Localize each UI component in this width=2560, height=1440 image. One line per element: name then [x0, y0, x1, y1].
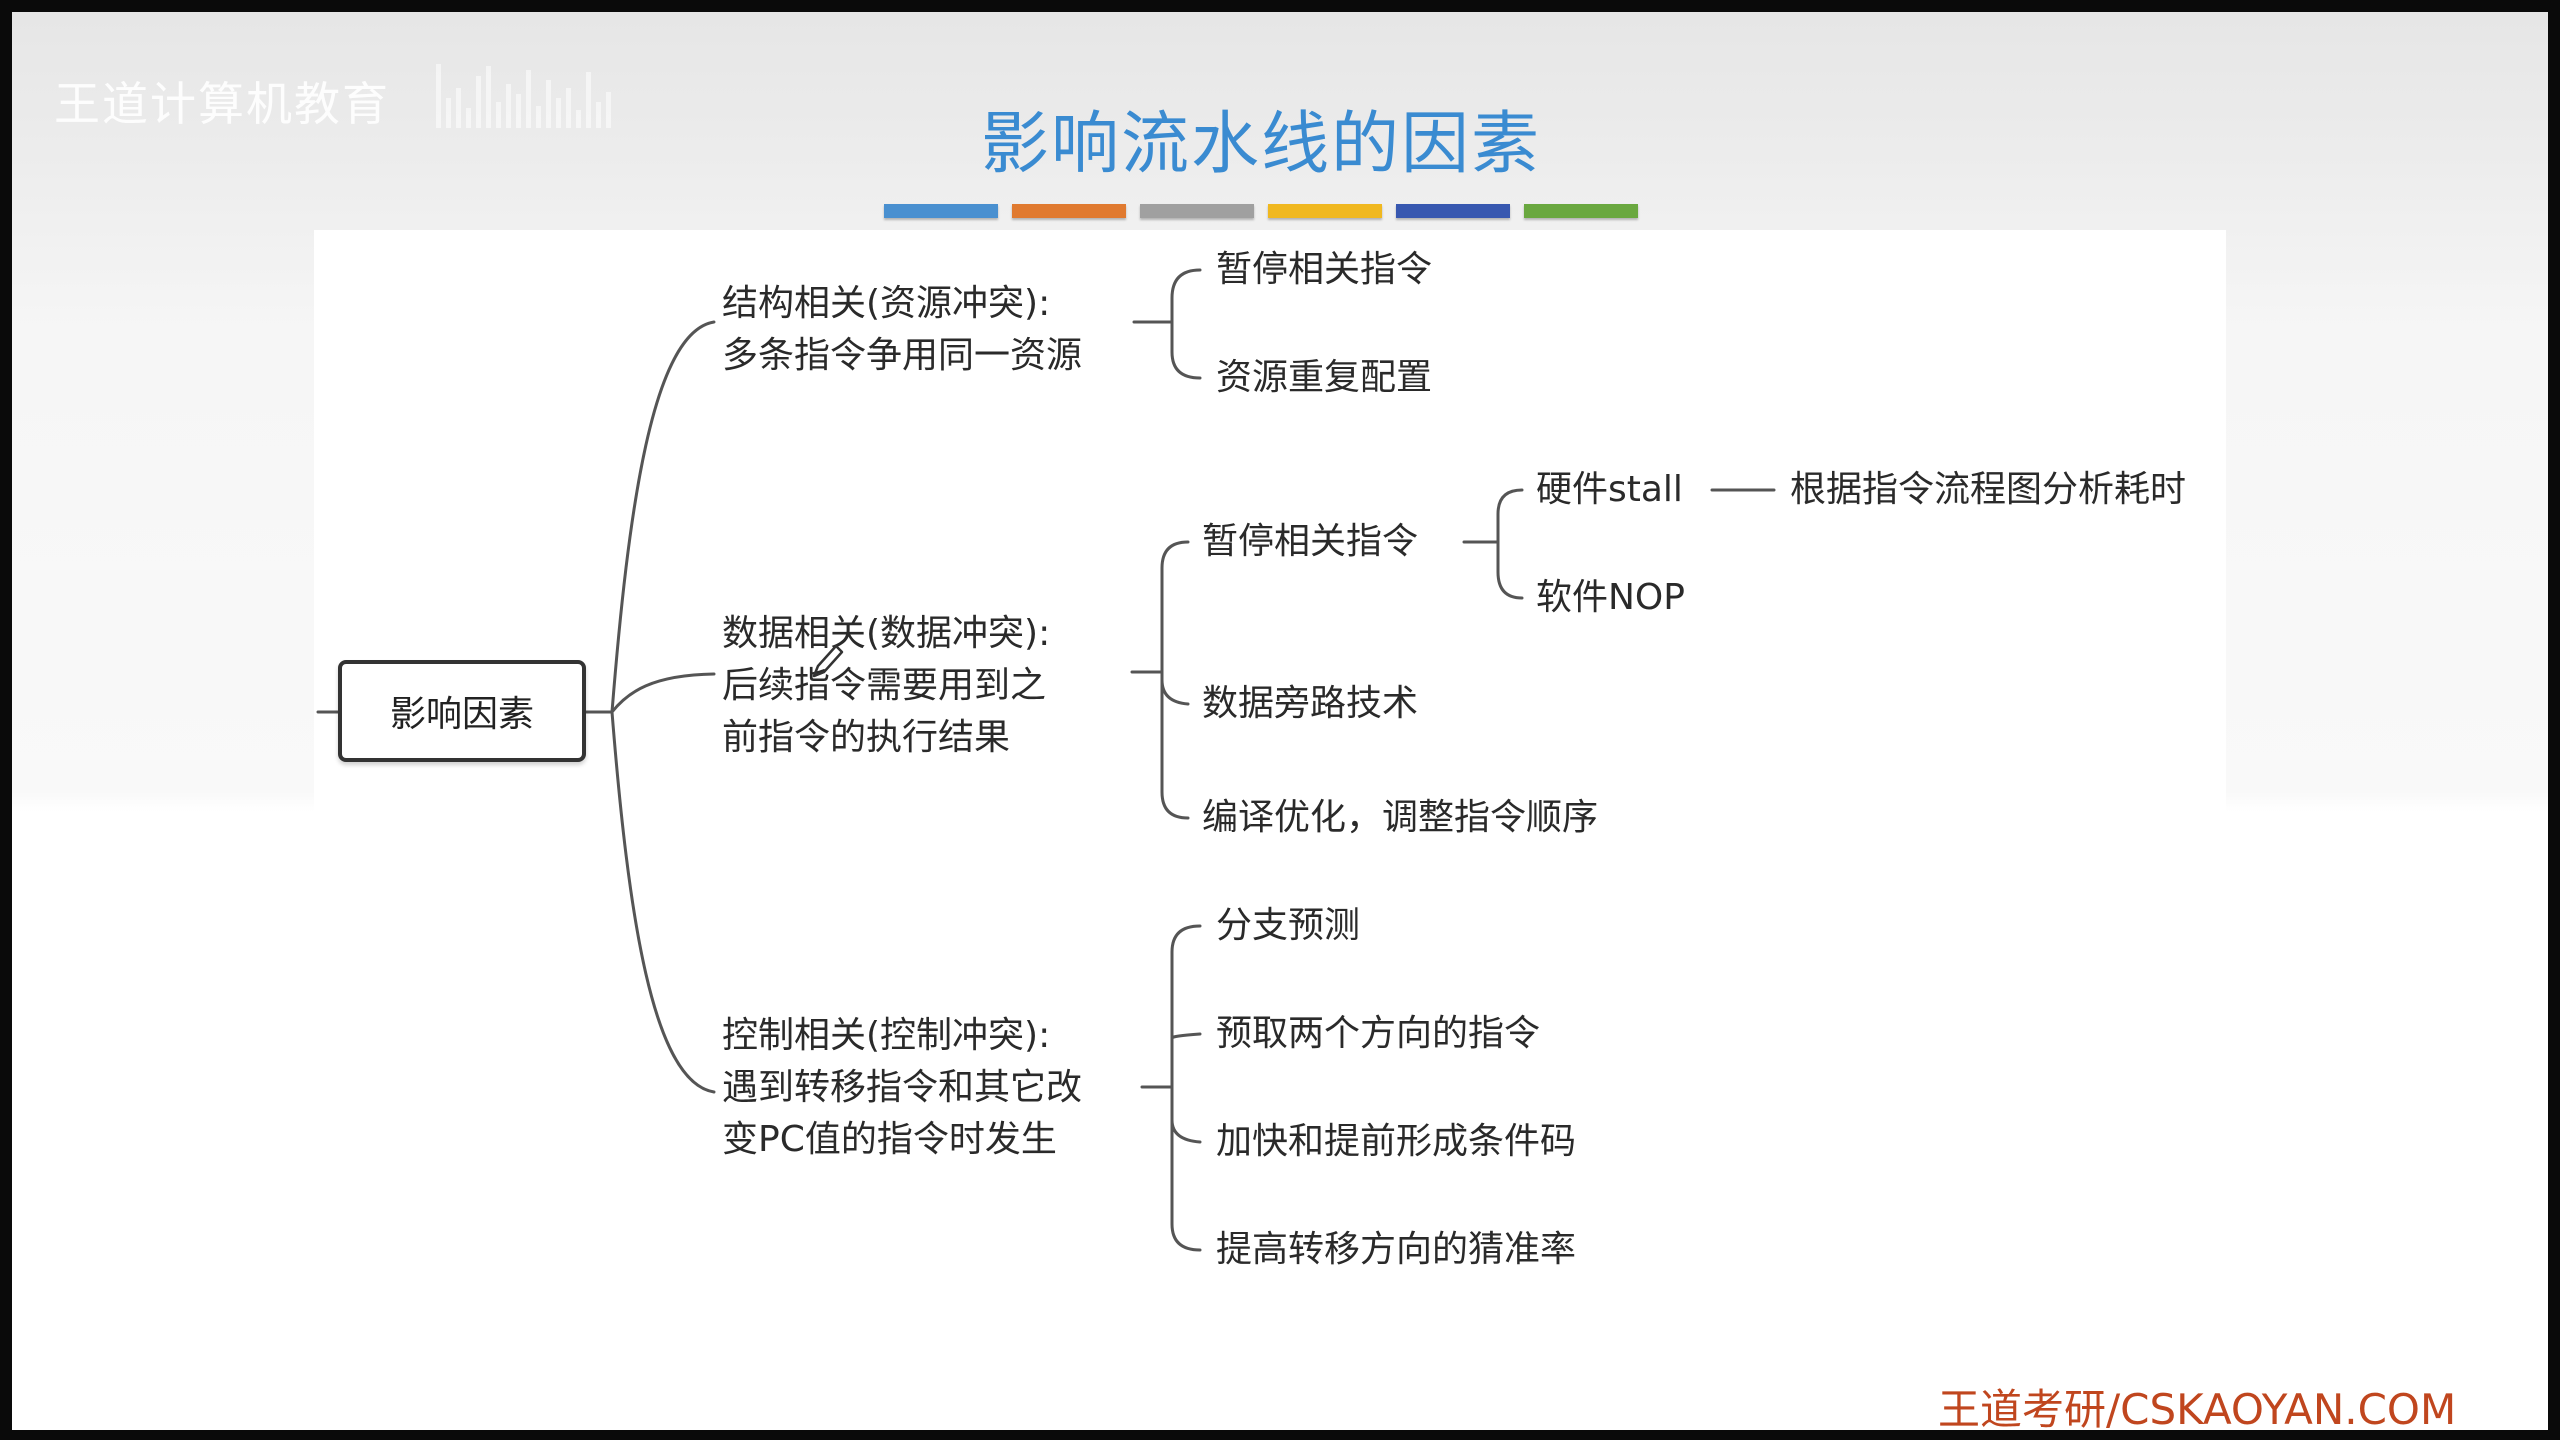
stall-note: 根据指令流程图分析耗时 — [1790, 469, 2187, 510]
branch-1-bracket — [1170, 268, 1202, 380]
color-bar-segment — [1012, 204, 1126, 218]
mindmap-connectors — [316, 268, 1776, 1252]
branch-3-child-4: 提高转移方向的猜准率 — [1216, 1229, 1577, 1270]
mindmap-panel — [314, 230, 2226, 1250]
branch-3-line-2: 遇到转移指令和其它改 — [722, 1067, 1083, 1108]
color-bar-segment — [1268, 204, 1382, 218]
branch-3-child-2: 预取两个方向的指令 — [1216, 1013, 1541, 1054]
stall-hardware: 硬件stall — [1536, 469, 1683, 510]
branch-1-line-2: 多条指令争用同一资源 — [722, 335, 1083, 376]
color-bar-segment — [1396, 204, 1510, 218]
color-bar-segment — [1524, 204, 1638, 218]
watermark-text: 王道计算机教育 — [54, 77, 390, 131]
pen-cursor-icon — [812, 644, 844, 678]
footer-brand: 王道考研/CSKAOYAN.COM — [1938, 1385, 2457, 1430]
branch-1-line-1: 结构相关(资源冲突): — [722, 283, 1051, 324]
branch-2-mid-tick — [1160, 678, 1190, 706]
branch-3-tick-2 — [1170, 1032, 1202, 1040]
branch-2-bracket — [1160, 540, 1190, 820]
trunk-to-branch-2-line — [610, 672, 716, 714]
branch-2-child-2: 数据旁路技术 — [1202, 683, 1419, 724]
bilibili-logo-icon — [436, 64, 611, 128]
branch-2-child-1: 暂停相关指令 — [1202, 521, 1419, 562]
branch-1-child-2: 资源重复配置 — [1216, 357, 1433, 398]
branch-2-line-1: 数据相关(数据冲突): — [722, 613, 1051, 654]
trunk-to-branch-1-line — [610, 320, 716, 714]
root-node: 影响因素 — [338, 660, 586, 762]
branch-3-child-3: 加快和提前形成条件码 — [1216, 1121, 1577, 1162]
root-node-label: 影响因素 — [389, 694, 534, 735]
color-bar-segment — [884, 204, 998, 218]
trunk-to-branch-3-line — [610, 710, 716, 1094]
branch-3-line-3: 变PC值的指令时发生 — [722, 1119, 1057, 1160]
color-bar-segment — [1140, 204, 1254, 218]
branch-3-bracket — [1170, 924, 1202, 1252]
stall-software: 软件NOP — [1536, 577, 1685, 618]
branch-2-line-2: 后续指令需要用到之 — [722, 665, 1047, 706]
branch-3-child-1: 分支预测 — [1216, 905, 1361, 946]
slide: 王道计算机教育 影响流水线的因素 — [12, 12, 2548, 1430]
page-title: 影响流水线的因素 — [980, 105, 1541, 184]
branch-1-child-1: 暂停相关指令 — [1216, 249, 1433, 290]
branch-2-child-3: 编译优化，调整指令顺序 — [1202, 797, 1599, 838]
branch-2-line-3: 前指令的执行结果 — [722, 717, 1011, 758]
title-underline-color-bar — [884, 204, 1652, 218]
branch-3-line-1: 控制相关(控制冲突): — [722, 1015, 1051, 1056]
branch-3-tick-3 — [1170, 1118, 1202, 1144]
stall-bracket — [1496, 488, 1524, 600]
